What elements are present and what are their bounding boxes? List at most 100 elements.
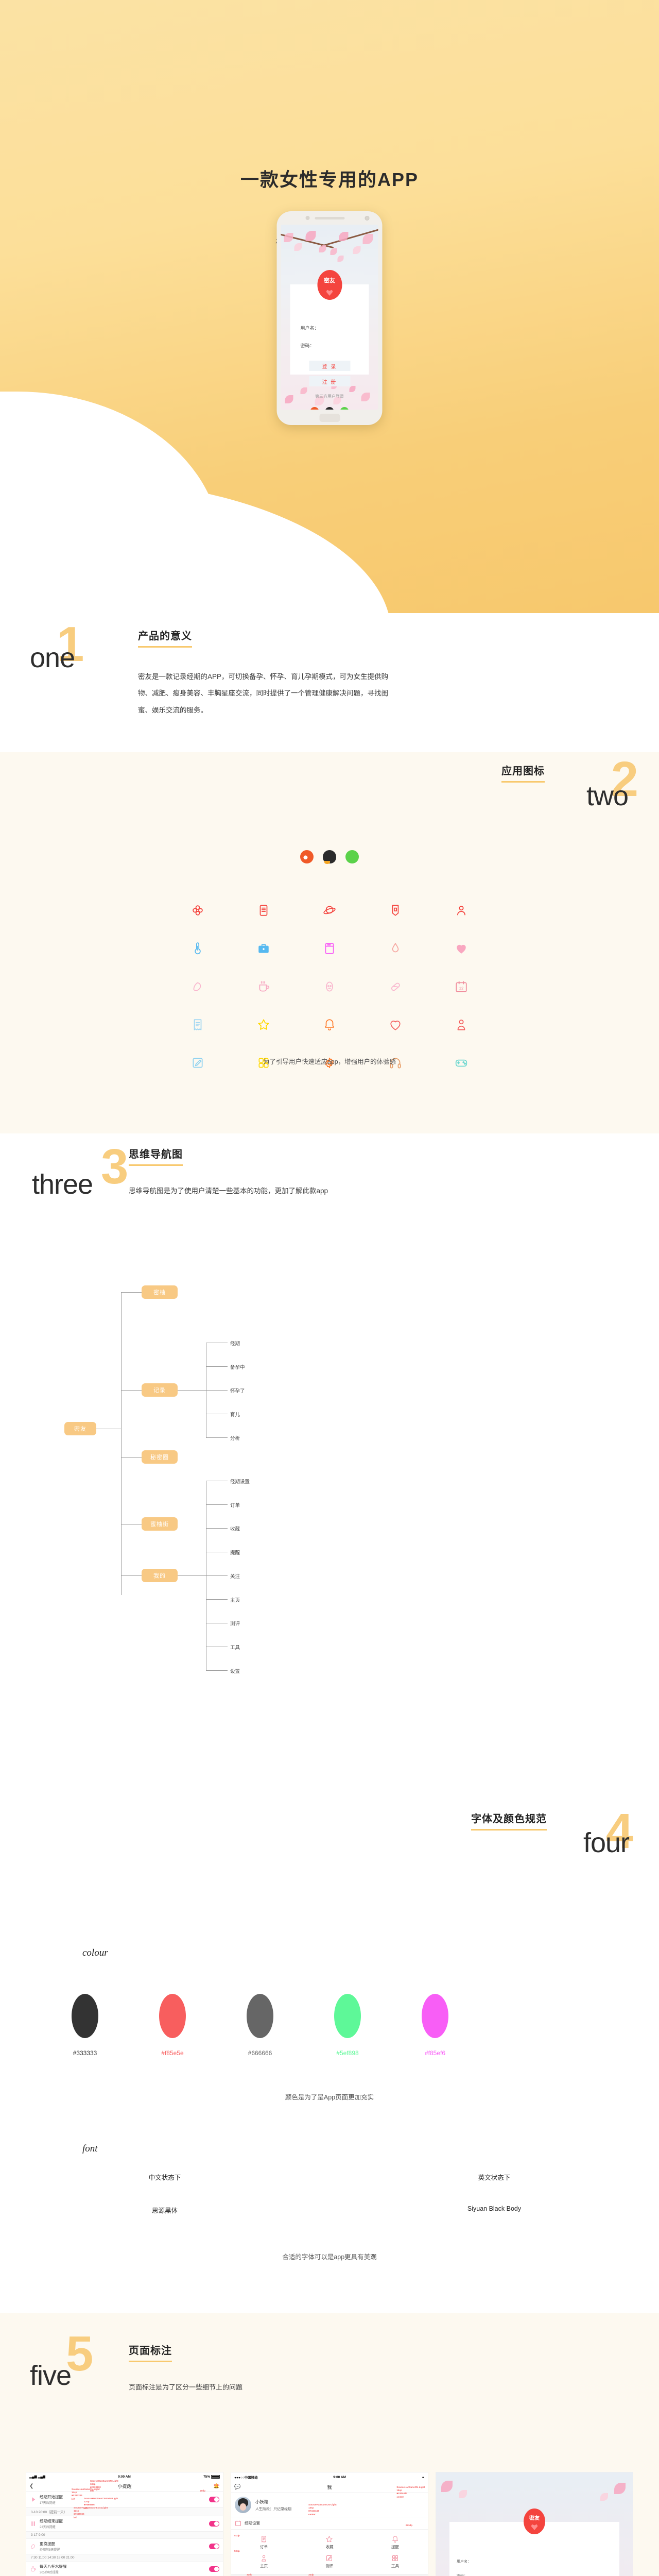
bell-icon[interactable]: 🔔 bbox=[213, 2483, 219, 2488]
login-button[interactable]: 登 录 bbox=[309, 361, 350, 371]
reminder-toggle[interactable] bbox=[209, 2566, 219, 2572]
mindmap-leaf: 关注 bbox=[230, 1574, 240, 1580]
home-button[interactable] bbox=[319, 414, 340, 422]
mindmap-leaf: 分析 bbox=[230, 1436, 240, 1442]
icon-cell bbox=[362, 940, 428, 957]
hero-section: 一款女性专用的APP 专业预测你的生理期 孕期以及当妈妈时候的小尴尬。 bbox=[0, 0, 659, 613]
mock-login-screen: 密友 用户名： 密码： 登 录 注 册 第三方用户登录 bbox=[436, 2472, 633, 2576]
quick-entry[interactable]: 主页 bbox=[231, 2552, 297, 2571]
colour-swatch: #f85e5e bbox=[129, 1994, 216, 2057]
reminder-toggle[interactable] bbox=[209, 2544, 219, 2549]
headphone-icon bbox=[389, 1056, 402, 1070]
reminder-times: 7:30 11:00 14:30 18:00 21:00 bbox=[26, 2554, 223, 2562]
reminder-toggle[interactable] bbox=[209, 2521, 219, 2527]
app-logo-text: 密友 bbox=[324, 278, 335, 284]
icon-cell bbox=[165, 978, 231, 995]
icon-cell bbox=[297, 940, 362, 957]
avatar bbox=[235, 2497, 251, 2513]
mindmap-leaf: 主页 bbox=[230, 1598, 240, 1603]
planet-icon bbox=[323, 904, 336, 917]
reminder-row[interactable]: 经期开始提醒 17天后提醒 bbox=[26, 2492, 223, 2507]
mindmap-connector bbox=[178, 1575, 206, 1576]
mindmap-connector bbox=[206, 1504, 228, 1505]
icon-cell bbox=[297, 1016, 362, 1033]
section-three: 3 three 思维导航图 思维导航图是为了使用户清楚一些基本的功能，更加了解此… bbox=[0, 1133, 659, 1798]
swatch-hex: #666666 bbox=[248, 2049, 272, 2057]
wechat-icon[interactable] bbox=[340, 407, 349, 410]
section-five-word: five bbox=[30, 2360, 72, 2391]
blossom-decor-top bbox=[281, 225, 378, 272]
colour-label: colour bbox=[82, 1947, 108, 1958]
chevron-left-icon[interactable]: ❮ bbox=[29, 2483, 34, 2489]
colour-swatch: #666666 bbox=[216, 1994, 304, 2057]
icon-cell bbox=[428, 1016, 494, 1033]
quick-entry[interactable]: 测评 bbox=[297, 2552, 362, 2571]
record-icon bbox=[257, 904, 270, 917]
sensor-icon bbox=[365, 216, 370, 221]
reminder-sub: 17天后提醒 bbox=[40, 2502, 56, 2505]
mindmap-connector bbox=[178, 1390, 206, 1391]
message-icon[interactable]: 💬 bbox=[234, 2484, 241, 2490]
quick-entry[interactable]: 工具 bbox=[362, 2552, 428, 2571]
third-party-login-label: 第三方用户登录 bbox=[315, 394, 344, 399]
mindmap-leaf: 设置 bbox=[230, 1669, 240, 1674]
icon-cell bbox=[297, 1054, 362, 1072]
profile-icon bbox=[231, 2554, 297, 2562]
mindmap-node-3: 蜜柚街 bbox=[142, 1517, 178, 1531]
nav-bar: 💬 我 bbox=[231, 2482, 428, 2493]
mindmap-connector bbox=[206, 1437, 228, 1438]
period-setting-row[interactable]: 经期设置 bbox=[231, 2517, 428, 2530]
qq-icon[interactable] bbox=[325, 407, 334, 410]
font-state: 英文状态下 bbox=[478, 2174, 511, 2181]
annotation-dimension: 34dp bbox=[308, 2573, 314, 2576]
mindmap-leaf: 提醒 bbox=[230, 1550, 240, 1556]
medkit-icon bbox=[257, 942, 270, 955]
icon-cell bbox=[231, 1054, 297, 1072]
heart-icon bbox=[531, 2524, 538, 2530]
weibo-icon[interactable] bbox=[310, 407, 319, 410]
quick-entry[interactable]: 订单 bbox=[231, 2533, 297, 2552]
mindmap-connector bbox=[121, 1390, 142, 1391]
reminder-toggle[interactable] bbox=[209, 2497, 219, 2502]
icon-cell bbox=[362, 1016, 428, 1033]
username-label: 用户名： bbox=[457, 2560, 471, 2564]
app-logo: 密友 bbox=[524, 2509, 545, 2534]
mindmap-node-0: 密柚 bbox=[142, 1285, 178, 1299]
social-login-row bbox=[290, 407, 369, 410]
quick-entry[interactable]: 提醒 bbox=[362, 2533, 428, 2552]
icon-cell bbox=[428, 902, 494, 919]
icon-cell bbox=[362, 1054, 428, 1072]
reminder-row[interactable]: 更换提醒经期前5天提醒 bbox=[26, 2539, 223, 2554]
mindmap-root: 密友 bbox=[64, 1422, 96, 1435]
font-caption: 合适的字体可以是app更具有美观 bbox=[282, 2253, 377, 2261]
reminder-title: 经期开始提醒 bbox=[40, 2495, 63, 2499]
annotation-dimension: 51dp bbox=[234, 2534, 240, 2537]
play-icon bbox=[30, 2496, 37, 2503]
carrier-label: ●●●○○中国移动 bbox=[234, 2476, 258, 2480]
mask-icon bbox=[323, 980, 336, 993]
icon-cell bbox=[297, 902, 362, 919]
mindmap-node-1: 记录 bbox=[142, 1383, 178, 1397]
section-one-number: 1 bbox=[57, 617, 84, 672]
reminder-title: 经期结束提醒 bbox=[40, 2519, 63, 2523]
user-icon bbox=[455, 904, 468, 917]
quick-entry-grid: 订单收藏提醒主页测评工具 bbox=[231, 2530, 428, 2574]
icon-cell bbox=[362, 902, 428, 919]
profile-row[interactable]: 小妖精 人生阶段：只记录经期 bbox=[231, 2493, 428, 2517]
reminder-title: 每天八杯水提醒 bbox=[40, 2564, 67, 2569]
register-button[interactable]: 注 册 bbox=[309, 376, 350, 386]
nav-title: 我 bbox=[327, 2485, 332, 2490]
section-one-word: one bbox=[30, 642, 75, 673]
quick-entry[interactable]: 收藏 bbox=[297, 2533, 362, 2552]
mindmap-connector bbox=[206, 1366, 228, 1367]
mindmap-leaf: 收藏 bbox=[230, 1527, 240, 1532]
shop-icon bbox=[389, 904, 402, 917]
section-two: 2 two 应用图标 12 为了引导用户快速适应app，增强用户的体验感 bbox=[0, 752, 659, 1133]
mindmap-connector bbox=[206, 1575, 228, 1576]
page-title: 一款女性专用的APP bbox=[240, 169, 419, 190]
